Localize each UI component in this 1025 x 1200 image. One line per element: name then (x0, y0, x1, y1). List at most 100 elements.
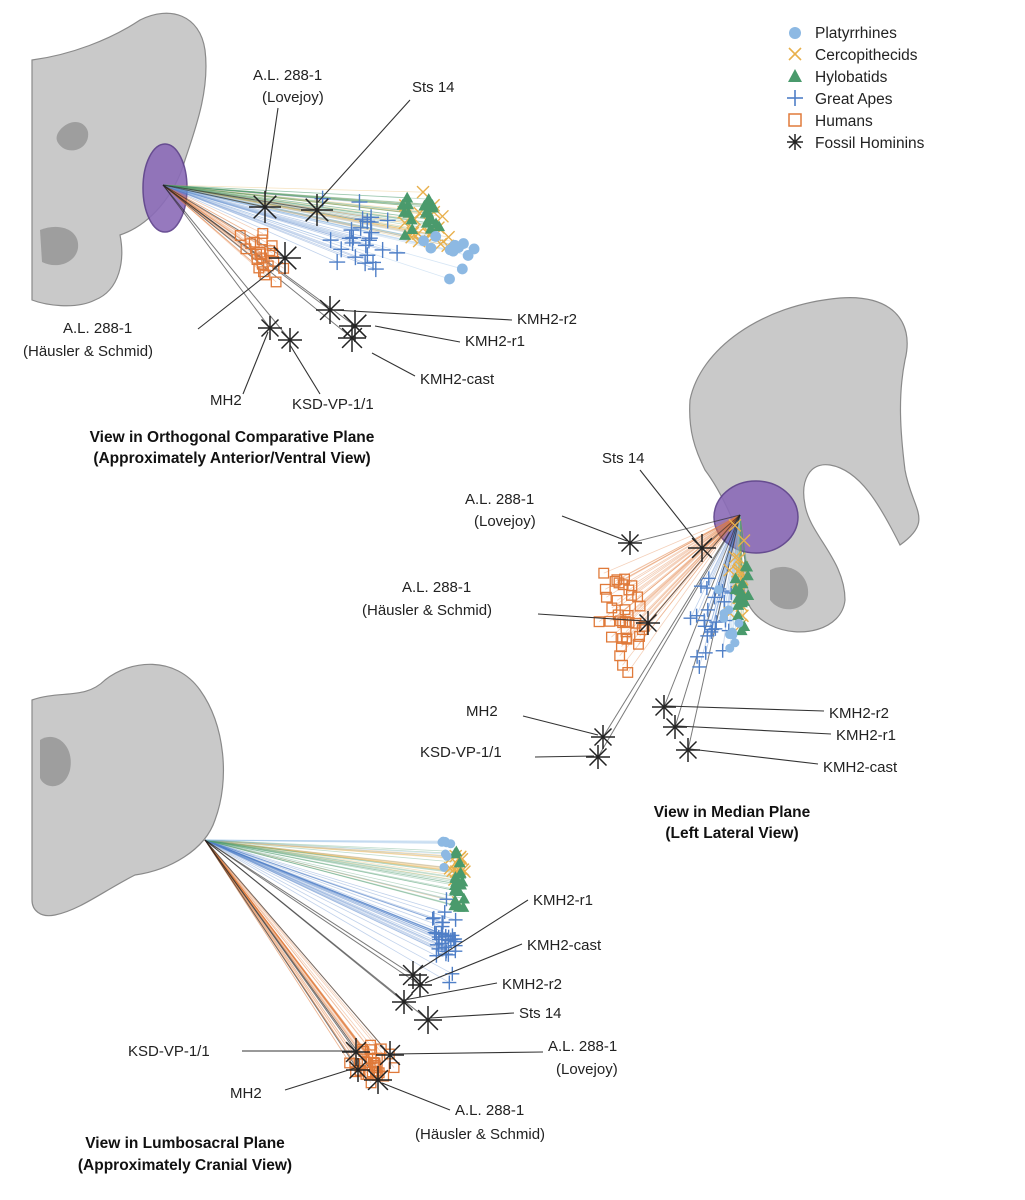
vector-line (162, 184, 450, 280)
label-med-kmh2-r1: KMH2-r1 (836, 727, 896, 744)
circle-marker (425, 242, 437, 254)
vector-line (622, 514, 741, 666)
square-marker (365, 1052, 377, 1064)
square-marker (234, 230, 246, 241)
vector-line (162, 184, 261, 253)
vector-line (162, 184, 432, 220)
leader-med-ksd (534, 755, 595, 758)
label-lum-sts14: Sts 14 (519, 1005, 562, 1022)
vector-line (625, 514, 741, 633)
vector-line (162, 184, 449, 238)
vector-line (162, 184, 429, 220)
square-marker (604, 615, 616, 627)
plus-marker (435, 919, 450, 934)
vector-line (723, 514, 741, 602)
vector-line (204, 839, 376, 1064)
labels-orthogonal: A.L. 288-1 (Lovejoy) Sts 14 A.L. 288-1 (… (23, 67, 577, 413)
vector-line (204, 839, 457, 883)
vector-line (204, 839, 456, 891)
triangle-marker (419, 206, 432, 218)
fossil-vector-line (204, 839, 421, 986)
circle-marker (713, 585, 723, 595)
vector-line (162, 184, 323, 200)
circle-marker (438, 836, 448, 846)
square-marker (248, 236, 260, 248)
vector-line (637, 514, 741, 598)
label-med-ksd: KSD-VP-1/1 (420, 744, 502, 761)
vector-line (204, 839, 456, 890)
vector-line (622, 514, 741, 586)
asterisk-marker (408, 973, 432, 997)
plus-marker (389, 244, 406, 261)
vector-line (204, 839, 453, 936)
vector-line (204, 839, 457, 873)
vector-line (204, 839, 449, 941)
panel-lumbosacral: KMH2-r1 KMH2-cast KMH2-r2 Sts 14 KSD-VP-… (31, 663, 618, 1174)
plus-marker (431, 941, 446, 956)
vector-line (204, 839, 459, 885)
leader-lum-al288-lovejoy (391, 1051, 544, 1055)
vector-line (204, 839, 434, 919)
vector-line (204, 839, 439, 938)
vector-line (204, 839, 378, 1068)
fossil-vector-line (204, 839, 414, 976)
vector-line (162, 184, 437, 224)
vector-line (204, 839, 443, 923)
triangle-marker (406, 223, 419, 235)
vector-line (162, 184, 440, 227)
label-al288-hs: A.L. 288-1 (63, 320, 132, 337)
plus-marker (354, 211, 371, 228)
vector-line (162, 184, 436, 237)
vector-line (204, 839, 437, 957)
triangle-marker (454, 867, 467, 879)
vector-line (204, 839, 372, 1084)
circle-marker (444, 273, 455, 285)
vector-line (622, 514, 741, 623)
vector-line (162, 184, 426, 214)
vector-line (204, 839, 443, 927)
plus-marker (363, 224, 380, 241)
vector-line (204, 839, 461, 870)
plus-marker (707, 590, 722, 605)
square-marker (371, 1052, 383, 1064)
vector-line (723, 514, 741, 619)
label-sts14: Sts 14 (412, 79, 455, 96)
vector-line (204, 839, 447, 900)
plus-marker (374, 241, 391, 258)
vector-lines (204, 839, 465, 1084)
vector-line (162, 184, 404, 213)
panel-orthogonal: A.L. 288-1 (Lovejoy) Sts 14 A.L. 288-1 (… (23, 12, 577, 467)
square-marker (373, 1067, 385, 1079)
vector-line (627, 514, 741, 673)
square-marker (636, 624, 648, 636)
triangle-marker (430, 217, 443, 229)
vector-line (162, 184, 398, 254)
leader-med-sts14 (639, 469, 701, 547)
legend-marker-cercopithecids (788, 47, 802, 61)
triangle-marker (453, 856, 466, 868)
vector-line (204, 839, 451, 869)
vector-line (204, 839, 456, 857)
vector-line (706, 514, 741, 589)
triangle-marker (738, 620, 751, 632)
vector-line (204, 839, 456, 942)
label-med-kmh2-r2: KMH2-r2 (829, 705, 889, 722)
fossil-vector-line (162, 184, 318, 211)
circle-marker (730, 638, 740, 648)
vector-line (204, 839, 445, 913)
leader-med-kmh2-cast (689, 748, 819, 765)
vector-line (162, 184, 434, 213)
vector-line (162, 184, 354, 238)
asterisk-marker (269, 242, 301, 274)
vector-line (204, 839, 439, 950)
vector-line (204, 839, 378, 1059)
label-kmh2-r1: KMH2-r1 (465, 333, 525, 350)
plus-marker (341, 230, 358, 247)
legend: Platyrrhines Cercopithecids Hylobatids G… (787, 25, 925, 152)
plus-marker (363, 209, 380, 226)
leader-lum-kmh2-cast (424, 943, 523, 984)
square-marker (633, 638, 644, 650)
leader-sts14 (317, 99, 411, 203)
plus-marker (697, 619, 712, 634)
triangle-marker (396, 198, 409, 210)
